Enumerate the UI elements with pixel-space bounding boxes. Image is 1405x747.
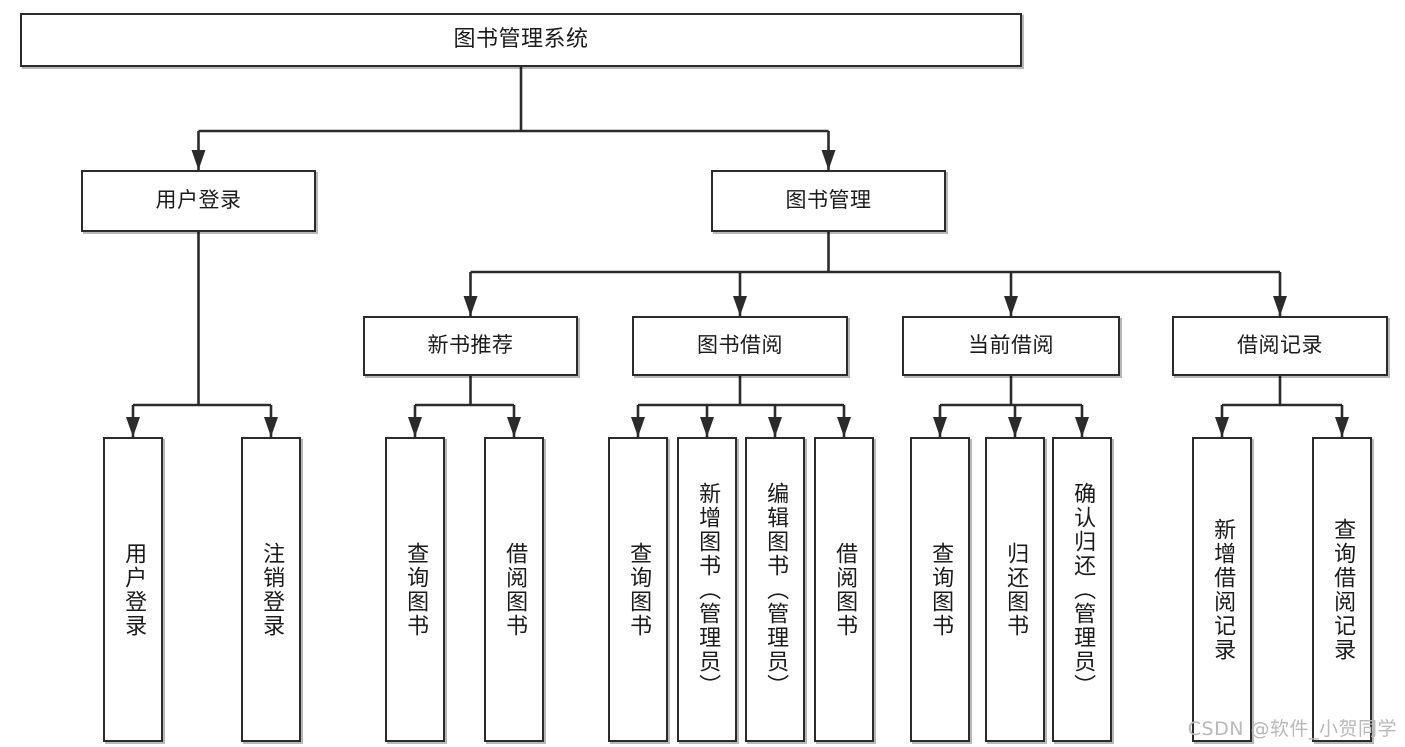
node-label-leaf-query-book-3: 查询图书 [928, 541, 954, 638]
arrowhead-leaf-borrow-book-2 [837, 417, 851, 437]
node-user-login[interactable]: 用户登录 [81, 170, 316, 232]
node-label-leaf-edit-book: 编辑图书（管理员） [763, 481, 789, 698]
node-label-book-borrow: 图书借阅 [697, 333, 783, 358]
node-root[interactable]: 图书管理系统 [20, 13, 1022, 67]
node-borrow-record[interactable]: 借阅记录 [1172, 316, 1388, 376]
arrowhead-user-login [191, 150, 206, 170]
arrowhead-leaf-query-book-2 [631, 417, 645, 437]
node-leaf-user-login[interactable]: 用户登录 [103, 437, 163, 742]
arrowhead-leaf-query-book-1 [408, 417, 422, 437]
node-leaf-query-book-1[interactable]: 查询图书 [385, 437, 445, 742]
arrowhead-leaf-user-login [126, 417, 140, 437]
arrowhead-leaf-edit-book [768, 417, 782, 437]
node-label-leaf-add-record: 新增借阅记录 [1210, 517, 1236, 662]
node-label-leaf-logout: 注销登录 [259, 541, 285, 638]
node-label-book-manage: 图书管理 [785, 188, 872, 213]
arrowhead-book-manage [821, 150, 836, 170]
node-label-user-login: 用户登录 [155, 188, 242, 213]
node-label-leaf-query-book-1: 查询图书 [403, 541, 429, 638]
node-label-leaf-borrow-book-1: 借阅图书 [502, 541, 528, 638]
node-leaf-borrow-book-1[interactable]: 借阅图书 [484, 437, 544, 742]
node-book-borrow[interactable]: 图书借阅 [632, 316, 848, 376]
node-label-leaf-confirm-return: 确认归还（管理员） [1070, 481, 1096, 698]
arrowhead-book-borrow [733, 296, 747, 316]
node-leaf-logout[interactable]: 注销登录 [241, 437, 301, 742]
arrowhead-leaf-add-record [1215, 417, 1229, 437]
arrowhead-leaf-add-book [700, 417, 714, 437]
watermark: CSDN @软件_小贺同学 [1187, 718, 1397, 740]
node-leaf-add-record[interactable]: 新增借阅记录 [1192, 437, 1252, 742]
node-leaf-add-book[interactable]: 新增图书（管理员） [677, 437, 737, 742]
arrowhead-leaf-query-book-3 [933, 417, 947, 437]
arrowhead-leaf-confirm-return [1075, 417, 1089, 437]
node-label-leaf-return-book: 归还图书 [1003, 541, 1029, 638]
node-label-borrow-record: 借阅记录 [1237, 333, 1323, 358]
node-label-current-borrow: 当前借阅 [968, 333, 1054, 358]
node-label-leaf-add-book: 新增图书（管理员） [695, 481, 721, 698]
arrowhead-leaf-logout [264, 417, 278, 437]
node-new-book-rec[interactable]: 新书推荐 [363, 316, 578, 376]
arrowhead-current-borrow [1004, 296, 1018, 316]
node-leaf-query-record[interactable]: 查询借阅记录 [1312, 437, 1372, 742]
arrowhead-borrow-record [1273, 296, 1287, 316]
node-label-root: 图书管理系统 [453, 26, 589, 52]
node-book-manage[interactable]: 图书管理 [711, 170, 946, 232]
node-label-leaf-query-book-2: 查询图书 [626, 541, 652, 638]
node-leaf-query-book-2[interactable]: 查询图书 [608, 437, 668, 742]
node-leaf-edit-book[interactable]: 编辑图书（管理员） [745, 437, 805, 742]
node-current-borrow[interactable]: 当前借阅 [902, 316, 1120, 376]
node-label-leaf-user-login: 用户登录 [121, 541, 147, 638]
node-label-leaf-borrow-book-2: 借阅图书 [832, 541, 858, 638]
node-label-new-book-rec: 新书推荐 [427, 333, 514, 358]
node-leaf-confirm-return[interactable]: 确认归还（管理员） [1052, 437, 1112, 742]
arrowhead-leaf-query-record [1335, 417, 1349, 437]
node-label-leaf-query-record: 查询借阅记录 [1330, 517, 1356, 662]
node-leaf-query-book-3[interactable]: 查询图书 [910, 437, 970, 742]
arrowhead-leaf-borrow-book-1 [507, 417, 521, 437]
arrowhead-leaf-return-book [1008, 417, 1022, 437]
node-leaf-return-book[interactable]: 归还图书 [985, 437, 1045, 742]
arrowhead-new-book-rec [463, 296, 478, 316]
node-leaf-borrow-book-2[interactable]: 借阅图书 [814, 437, 874, 742]
